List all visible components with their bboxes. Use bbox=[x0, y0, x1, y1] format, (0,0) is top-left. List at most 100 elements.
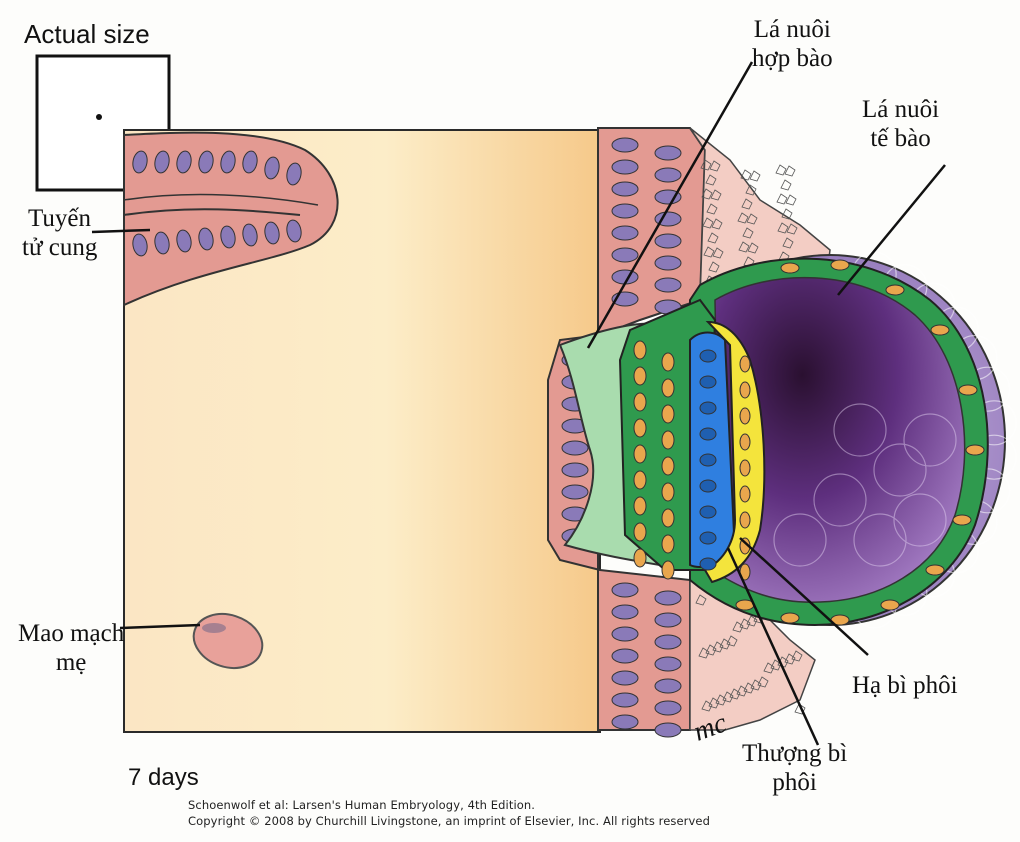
epithelium-nucleus bbox=[654, 167, 682, 183]
trophoblast-nucleus bbox=[633, 522, 647, 542]
trophoblast-nucleus bbox=[633, 392, 647, 412]
cytotrophoblast-nucleus bbox=[965, 444, 985, 456]
leader-hypoblast bbox=[739, 537, 869, 656]
gland-nucleus bbox=[198, 227, 214, 251]
epiblast-nucleus bbox=[699, 375, 717, 389]
gland-nucleus bbox=[154, 150, 170, 174]
cytotrophoblast-nucleus bbox=[952, 514, 972, 526]
epiblast-nucleus bbox=[699, 531, 717, 545]
epithelium-nucleus bbox=[611, 247, 639, 263]
cytotrophoblast-nucleus bbox=[930, 324, 950, 336]
epiblast-nucleus bbox=[699, 453, 717, 467]
epithelium-nucleus bbox=[561, 484, 589, 500]
epiblast-nucleus bbox=[699, 401, 717, 415]
actual-size-dot bbox=[96, 114, 102, 120]
cytotrophoblast-nucleus bbox=[958, 384, 978, 396]
leader-capillary bbox=[119, 623, 201, 630]
days-label: 7 days bbox=[128, 764, 199, 791]
gland-nucleus bbox=[132, 233, 148, 257]
epithelium-nucleus bbox=[654, 233, 682, 249]
epithelium-nucleus bbox=[654, 700, 682, 716]
maternal-capillary bbox=[192, 613, 264, 669]
trophoblast-nucleus bbox=[661, 378, 675, 398]
trophoblast-nucleus bbox=[661, 560, 675, 580]
trophoblast-nuclei bbox=[633, 259, 985, 626]
cytotrophoblast-nucleus bbox=[830, 259, 850, 271]
epiblast-nucleus bbox=[699, 557, 717, 571]
epithelium-nucleus bbox=[611, 648, 639, 664]
epithelium-nucleus bbox=[561, 440, 589, 456]
gland-nuclei bbox=[132, 150, 302, 257]
gland-nucleus bbox=[154, 231, 170, 255]
epithelium-nucleus bbox=[611, 692, 639, 708]
epithelium-nucleus bbox=[654, 590, 682, 606]
trophoblast-nucleus bbox=[633, 496, 647, 516]
leader-epiblast bbox=[726, 547, 820, 746]
trophoblast-nucleus bbox=[633, 340, 647, 360]
epithelium-nucleus bbox=[611, 137, 639, 153]
cytotrophoblast-nucleus bbox=[925, 564, 945, 576]
trophoblast-nucleus bbox=[661, 430, 675, 450]
cytotrophoblast-nucleus bbox=[885, 284, 905, 296]
uterine-gland-label: Tuyến tử cung bbox=[22, 205, 98, 261]
gland-nucleus bbox=[220, 225, 236, 249]
gland-nucleus bbox=[132, 150, 148, 174]
trophoblast-nucleus bbox=[633, 366, 647, 386]
gland-nucleus bbox=[176, 150, 192, 174]
gland-nucleus bbox=[286, 219, 302, 243]
epithelium-nucleus bbox=[654, 722, 682, 738]
gland-nucleus bbox=[220, 150, 236, 174]
credit-line-2: Copyright © 2008 by Churchill Livingston… bbox=[188, 814, 710, 828]
actual-size-label: Actual size bbox=[24, 19, 150, 49]
epithelium-nucleus bbox=[654, 255, 682, 271]
trophoblast-nucleus bbox=[633, 470, 647, 490]
epithelium-nucleus bbox=[654, 612, 682, 628]
trophoblast-nucleus bbox=[633, 418, 647, 438]
cytotrophoblast-nucleus bbox=[780, 262, 800, 274]
hypoblast-nucleus bbox=[739, 433, 751, 451]
hypoblast-nucleus bbox=[739, 511, 751, 529]
trophoblast-nucleus bbox=[661, 404, 675, 424]
epithelium-nucleus bbox=[611, 714, 639, 730]
epiblast-nucleus bbox=[699, 479, 717, 493]
epithelium-nucleus bbox=[654, 634, 682, 650]
gland-nucleus bbox=[264, 221, 280, 245]
epithelium-nucleus bbox=[611, 181, 639, 197]
epithelium-nucleus bbox=[611, 159, 639, 175]
epithelium-nucleus bbox=[654, 211, 682, 227]
hypoblast-label: Hạ bì phôi bbox=[852, 672, 958, 699]
gland-nucleus bbox=[264, 156, 280, 180]
epiblast-nucleus bbox=[699, 505, 717, 519]
hypoblast-nucleus bbox=[739, 485, 751, 503]
leader-syncytio bbox=[586, 61, 754, 349]
endometrial-stroma bbox=[123, 129, 601, 733]
gland-nucleus bbox=[242, 223, 258, 247]
epiblast-nucleus bbox=[699, 349, 717, 363]
gland-nucleus bbox=[198, 150, 214, 174]
epithelium-nucleus bbox=[611, 203, 639, 219]
hypoblast-nucleus bbox=[739, 381, 751, 399]
epiblast-label: Thượng bì phôi bbox=[742, 740, 848, 796]
hypoblast-nucleus bbox=[739, 355, 751, 373]
epithelium-nucleus bbox=[654, 189, 682, 205]
trophoblast-nucleus bbox=[661, 456, 675, 476]
trophoblast-nucleus bbox=[633, 548, 647, 568]
epithelium-nucleus bbox=[561, 462, 589, 478]
gland-nucleus bbox=[242, 150, 258, 174]
epithelium-nucleus bbox=[611, 670, 639, 686]
epithelium-nucleus bbox=[611, 626, 639, 642]
gland-nucleus bbox=[176, 229, 192, 253]
epithelium-nucleus bbox=[611, 604, 639, 620]
leader-cyto bbox=[837, 164, 946, 296]
epithelium-nucleus bbox=[611, 582, 639, 598]
blastocyst bbox=[618, 251, 1017, 629]
trophoblast-nucleus bbox=[661, 508, 675, 528]
hypoblast-nucleus bbox=[739, 459, 751, 477]
credit-line-1: Schoenwolf et al: Larsen's Human Embryol… bbox=[188, 798, 536, 812]
maternal-capillary-label: Mao mạch mẹ bbox=[18, 620, 125, 676]
epithelium-nucleus bbox=[654, 656, 682, 672]
epithelium-nucleus bbox=[654, 145, 682, 161]
trophoblast-nucleus bbox=[661, 534, 675, 554]
epithelium-nucleus bbox=[654, 277, 682, 293]
